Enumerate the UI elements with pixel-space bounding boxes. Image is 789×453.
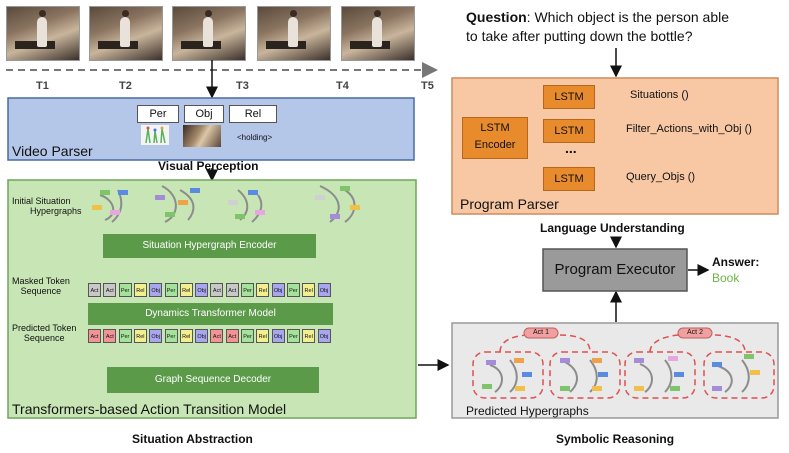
token-obj: Obj	[149, 329, 163, 343]
video-frame-2	[89, 6, 163, 61]
visual-perception-caption: Visual Perception	[158, 159, 259, 173]
initial-hypergraphs	[99, 185, 356, 223]
token-act: Act	[225, 329, 239, 343]
token-act: Act	[88, 329, 101, 343]
token-obj: Obj	[271, 283, 285, 297]
token-obj: Obj	[317, 329, 331, 343]
token-per: Per	[164, 329, 178, 343]
timeline-label-t5: T5	[421, 80, 434, 92]
token-rel: Rel	[256, 283, 270, 297]
video-frame-1	[6, 6, 80, 61]
token-obj: Obj	[149, 283, 163, 297]
per-button: Per	[137, 105, 179, 123]
object-crops-image	[183, 125, 221, 147]
video-parser-title: Video Parser	[12, 143, 93, 159]
token-rel: Rel	[256, 329, 270, 343]
program-query-objs: Query_Objs ()	[626, 171, 696, 183]
token-per: Per	[286, 283, 300, 297]
token-rel: Rel	[302, 329, 316, 343]
token-per: Per	[286, 329, 300, 343]
situation-abstraction-caption: Situation Abstraction	[132, 432, 253, 446]
token-act: Act	[225, 283, 239, 297]
token-per: Per	[164, 283, 178, 297]
token-obj: Obj	[271, 329, 285, 343]
pose-image	[141, 125, 169, 145]
video-frame-3	[172, 6, 246, 61]
act1-label: Act 1	[533, 329, 549, 336]
token-rel: Rel	[133, 283, 147, 297]
token-rel: Rel	[302, 283, 316, 297]
lstm-cell-2: LSTM	[543, 119, 595, 143]
lstm-cell-1: LSTM	[543, 85, 595, 109]
program-executor: Program Executor	[554, 261, 676, 278]
holding-label: <holding>	[237, 133, 273, 142]
predicted-hypergraph-nodes	[482, 354, 760, 391]
timeline-label-t3: T3	[236, 80, 249, 92]
token-act: Act	[103, 329, 117, 343]
program-parser-title: Program Parser	[460, 196, 559, 212]
timeline-label-t2: T2	[119, 80, 132, 92]
answer-value: Book	[712, 271, 740, 285]
lstm-ellipsis: ...	[565, 140, 577, 156]
video-frame-5	[341, 6, 415, 61]
symbolic-reasoning-caption: Symbolic Reasoning	[556, 432, 675, 446]
video-frame-4	[257, 6, 331, 61]
predicted-hypergraphs-title: Predicted Hypergraphs	[466, 404, 589, 418]
token-rel: Rel	[133, 329, 147, 343]
action-transition-title: Transformers-based Action Transition Mod…	[12, 401, 287, 417]
timeline-label-t4: T4	[336, 80, 349, 92]
token-rel: Rel	[179, 283, 193, 297]
predicted-hypergraph-edges	[489, 359, 750, 393]
token-per: Per	[241, 329, 254, 343]
situation-hypergraph-encoder: Situation Hypergraph Encoder	[103, 234, 316, 258]
act2-pill	[677, 327, 713, 339]
token-obj: Obj	[195, 283, 209, 297]
token-act: Act	[210, 283, 224, 297]
token-per: Per	[241, 283, 254, 297]
question-text: Question: Which object is the person abl…	[466, 9, 730, 44]
timeline-label-t1: T1	[36, 80, 49, 92]
rel-button: Rel	[229, 105, 277, 123]
token-per: Per	[118, 283, 132, 297]
act2-label: Act 2	[687, 329, 703, 336]
graph-sequence-decoder: Graph Sequence Decoder	[107, 367, 319, 393]
token-obj: Obj	[195, 329, 209, 343]
dynamics-transformer-model: Dynamics Transformer Model	[88, 303, 333, 325]
program-filter-actions: Filter_Actions_with_Obj ()	[626, 123, 752, 135]
token-obj: Obj	[317, 283, 331, 297]
language-understanding-caption: Language Understanding	[540, 221, 685, 235]
answer-label: Answer:	[712, 255, 760, 269]
obj-button: Obj	[184, 105, 224, 123]
initial-hypergraph-nodes	[92, 186, 360, 219]
lstm-cell-3: LSTM	[543, 167, 595, 191]
token-act: Act	[210, 329, 224, 343]
act1-pill	[523, 327, 559, 339]
token-act: Act	[103, 283, 117, 297]
program-situations: Situations ()	[630, 89, 689, 101]
act-dashed-links	[472, 334, 775, 399]
token-rel: Rel	[179, 329, 193, 343]
token-per: Per	[118, 329, 132, 343]
token-act: Act	[88, 283, 101, 297]
